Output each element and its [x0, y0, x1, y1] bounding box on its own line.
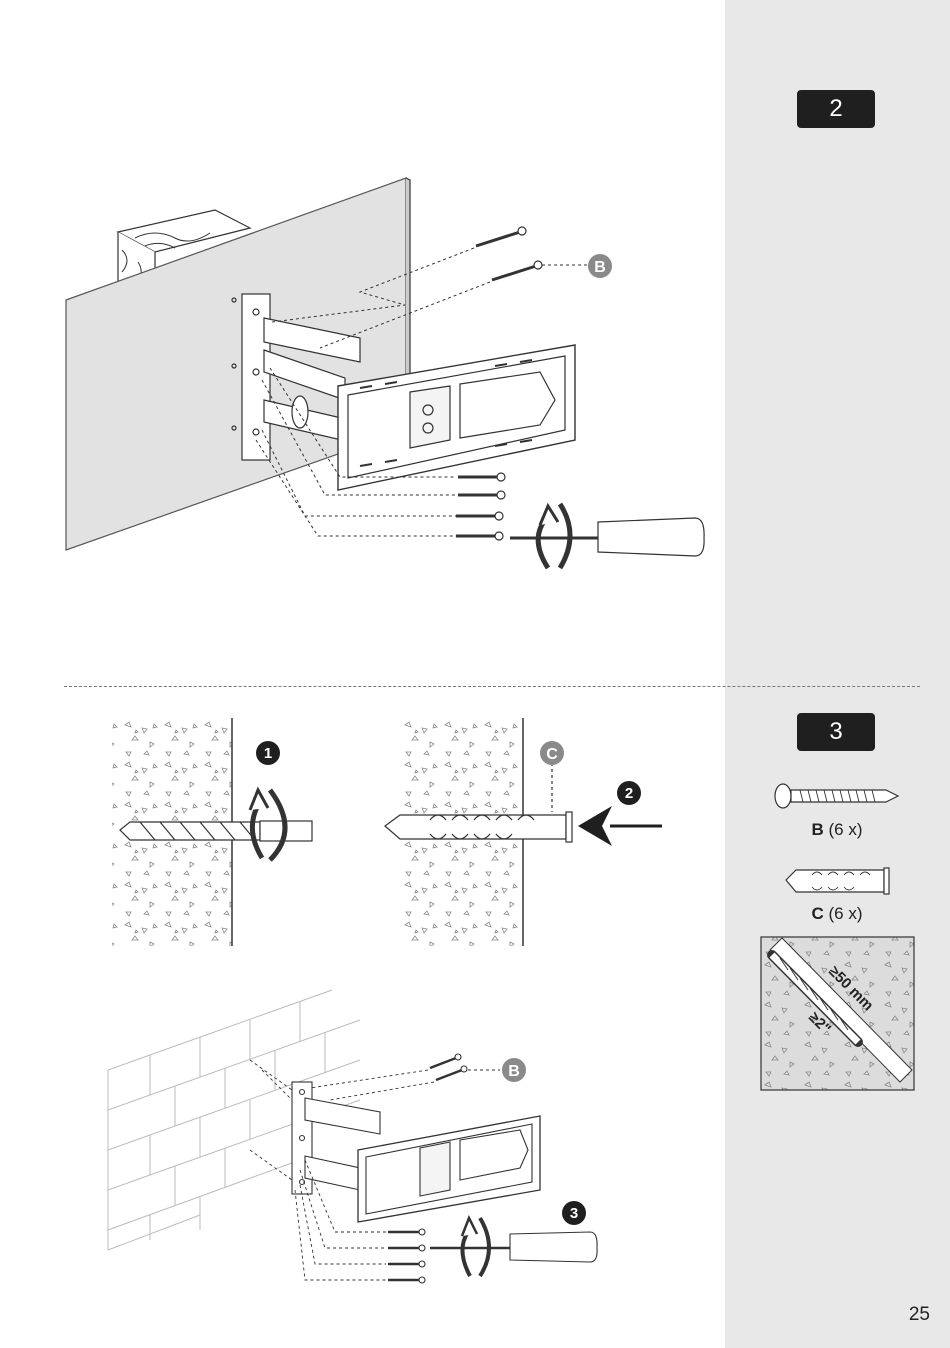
part-c-letter: C — [811, 904, 823, 923]
part-c-anchor-icon — [786, 868, 889, 894]
part-b-letter: B — [811, 820, 823, 839]
part-b-qty: (6 x) — [829, 820, 863, 839]
part-c-label: C (6 x) — [777, 904, 897, 924]
screwdriver-step-2 — [510, 504, 704, 568]
drill-depth-diagram: ≥50 mm ≥2" — [761, 937, 914, 1090]
svg-text:1: 1 — [264, 745, 272, 762]
svg-text:B: B — [594, 259, 606, 276]
screw-b-top-2 — [492, 261, 542, 280]
svg-text:2: 2 — [625, 785, 633, 802]
step-3-mount-illustration — [250, 1054, 597, 1283]
svg-text:3: 3 — [570, 1205, 578, 1222]
part-b-label: B (6 x) — [777, 820, 897, 840]
step-2-illustration — [66, 178, 704, 568]
callout-c: C — [540, 741, 564, 765]
callout-b-step-3: B — [502, 1058, 526, 1082]
drywall-panel — [66, 178, 406, 550]
part-c-qty: (6 x) — [829, 904, 863, 923]
screws-b-bottom — [456, 473, 505, 540]
sub-step-1-number: 1 — [256, 741, 280, 765]
svg-text:C: C — [546, 746, 558, 763]
page-number: 25 — [880, 1304, 930, 1326]
screw-b-top-1 — [476, 227, 526, 246]
svg-text:B: B — [508, 1063, 520, 1080]
part-b-screw-icon — [775, 784, 898, 808]
screwdriver-step-3 — [430, 1218, 597, 1276]
sub-step-2-number: 2 — [617, 781, 641, 805]
callout-b-step-2: B — [588, 254, 612, 278]
insert-arrow — [578, 806, 662, 846]
sub-step-3-number: 3 — [562, 1201, 586, 1225]
